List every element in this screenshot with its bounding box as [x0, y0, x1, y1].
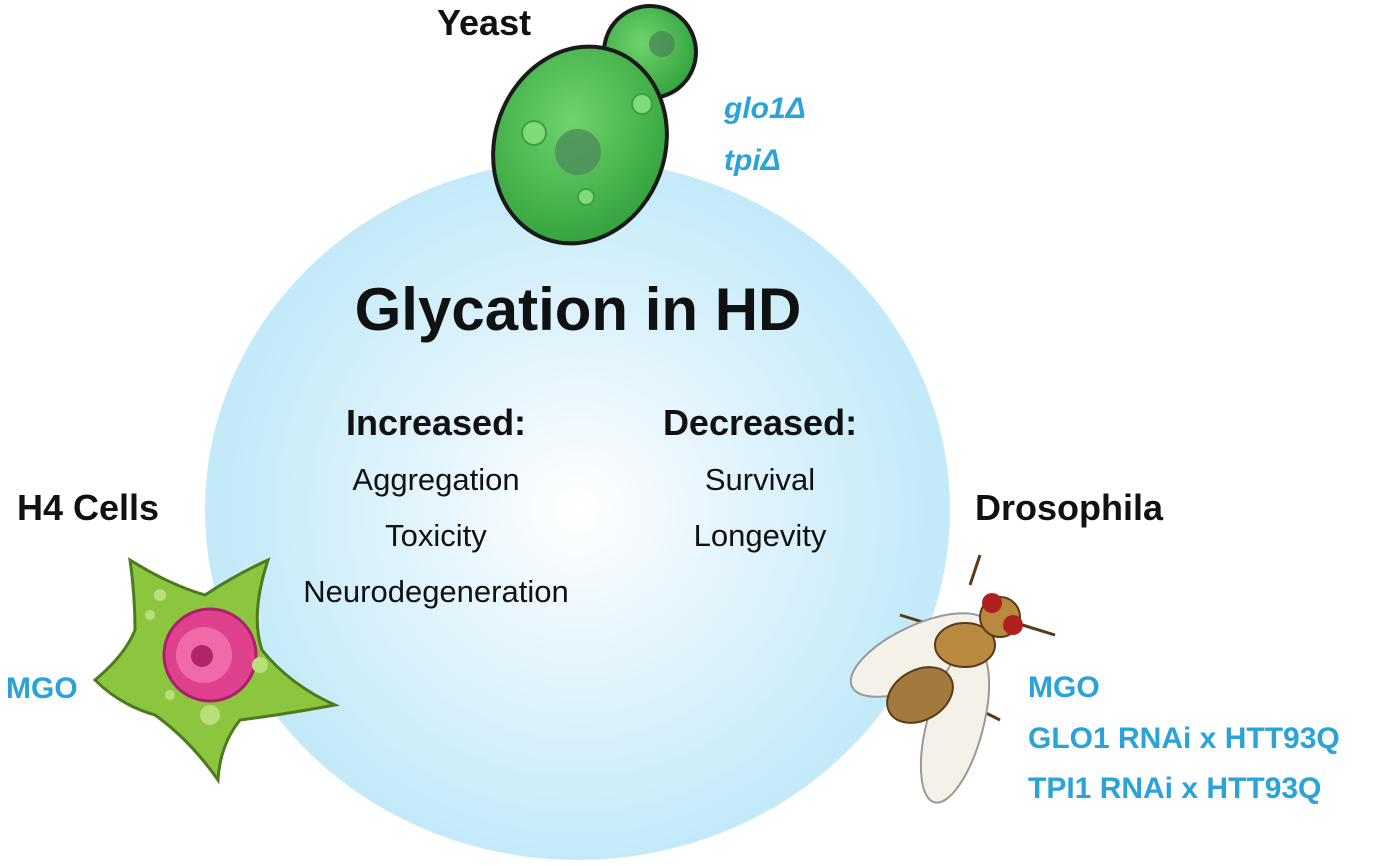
decreased-item-longevity: Longevity: [693, 518, 827, 553]
drosophila-illustration: [849, 554, 1056, 804]
drosophila-condition-glo1-rnai: GLO1 RNAi x HTT93Q: [1028, 722, 1340, 755]
drosophila-condition-tpi1-rnai: TPI1 RNAi x HTT93Q: [1028, 772, 1322, 805]
yeast-condition-glo1: glo1Δ: [724, 92, 806, 125]
decreased-item-survival: Survival: [704, 462, 816, 497]
yeast-illustration: [491, 4, 698, 246]
diagram-title: Glycation in HD: [354, 276, 802, 343]
increased-item-toxicity: Toxicity: [385, 518, 487, 553]
h4-cell-illustration: [92, 557, 341, 785]
yeast-label: Yeast: [437, 2, 532, 43]
h4-cells-label: H4 Cells: [17, 487, 160, 528]
decreased-heading: Decreased:: [662, 402, 858, 443]
increased-heading: Increased:: [345, 402, 527, 443]
increased-item-neurodegeneration: Neurodegeneration: [303, 574, 569, 609]
central-circle: [205, 160, 950, 860]
h4-condition-mgo: MGO: [6, 672, 78, 705]
increased-item-aggregation: Aggregation: [352, 462, 520, 497]
drosophila-condition-mgo: MGO: [1028, 671, 1100, 704]
yeast-condition-tpi: tpiΔ: [724, 144, 781, 177]
drosophila-label: Drosophila: [975, 487, 1164, 528]
